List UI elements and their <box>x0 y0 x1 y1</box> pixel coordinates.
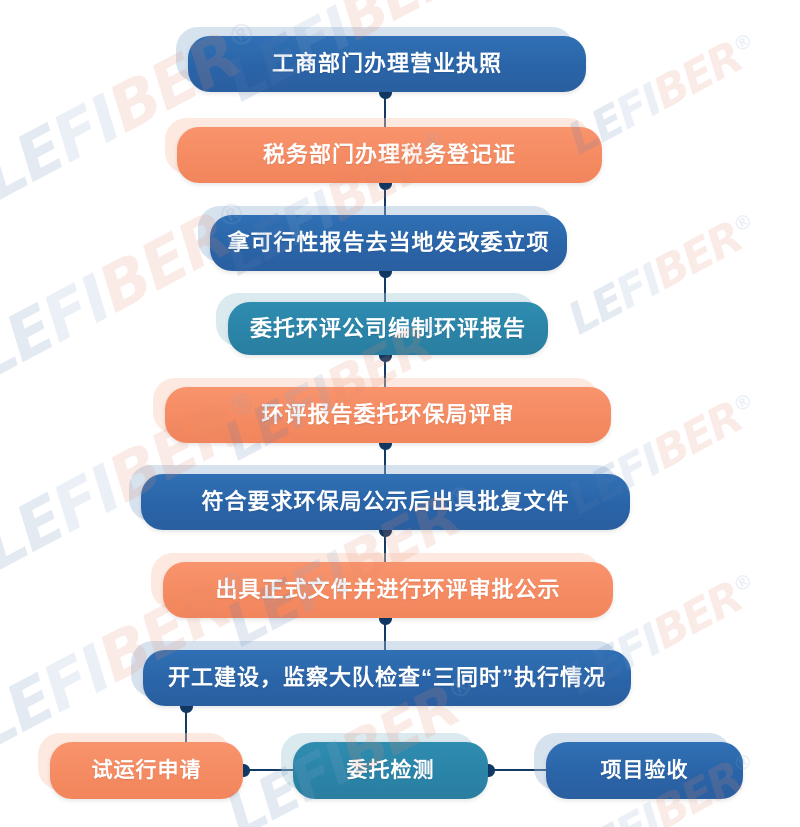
flow-node-n7[interactable]: 出具正式文件并进行环评审批公示 <box>151 553 613 618</box>
flow-node-n8[interactable]: 开工建设，监察大队检查“三同时”执行情况 <box>131 641 631 706</box>
flow-node-n6[interactable]: 符合要求环保局公示后出具批复文件 <box>129 465 630 530</box>
flow-node-face: 税务部门办理税务登记证 <box>177 127 602 183</box>
flow-node-label: 委托环评公司编制环评报告 <box>249 315 526 341</box>
flow-node-n10[interactable]: 委托检测 <box>281 733 488 799</box>
flow-node-face: 工商部门办理营业执照 <box>188 36 586 92</box>
flow-node-n4[interactable]: 委托环评公司编制环评报告 <box>216 293 548 355</box>
flow-node-label: 工商部门办理营业执照 <box>271 51 502 76</box>
flow-node-n5[interactable]: 环评报告委托环保局评审 <box>153 378 611 443</box>
flow-node-label: 税务部门办理税务登记证 <box>262 142 516 167</box>
flow-node-label: 委托检测 <box>346 759 435 782</box>
flow-node-label: 环评报告委托环保局评审 <box>261 402 515 427</box>
flow-node-face: 委托检测 <box>293 742 488 799</box>
flow-node-face: 试运行申请 <box>50 742 243 799</box>
flow-node-n11[interactable]: 项目验收 <box>534 733 743 799</box>
flow-node-label: 拿可行性报告去当地发改委立项 <box>227 230 550 255</box>
flow-node-label: 开工建设，监察大队检查“三同时”执行情况 <box>167 665 606 690</box>
flow-node-n1[interactable]: 工商部门办理营业执照 <box>176 27 586 92</box>
flow-node-face: 项目验收 <box>546 742 743 799</box>
flow-node-label: 试运行申请 <box>91 759 202 782</box>
watermark-text: LEFIBER® <box>560 208 756 346</box>
flow-node-face: 拿可行性报告去当地发改委立项 <box>210 215 567 271</box>
flow-node-n2[interactable]: 税务部门办理税务登记证 <box>165 118 602 183</box>
flow-node-face: 符合要求环保局公示后出具批复文件 <box>141 474 630 530</box>
flow-node-face: 环评报告委托环保局评审 <box>165 387 611 443</box>
flow-node-face: 开工建设，监察大队检查“三同时”执行情况 <box>143 650 631 706</box>
flow-node-label: 出具正式文件并进行环评审批公示 <box>215 577 561 602</box>
flow-node-label: 符合要求环保局公示后出具批复文件 <box>201 489 570 514</box>
flow-node-face: 出具正式文件并进行环评审批公示 <box>163 562 613 618</box>
flow-node-n9[interactable]: 试运行申请 <box>38 733 243 799</box>
flow-node-n3[interactable]: 拿可行性报告去当地发改委立项 <box>198 206 567 271</box>
flow-node-label: 项目验收 <box>600 759 689 782</box>
flow-node-face: 委托环评公司编制环评报告 <box>228 302 548 355</box>
